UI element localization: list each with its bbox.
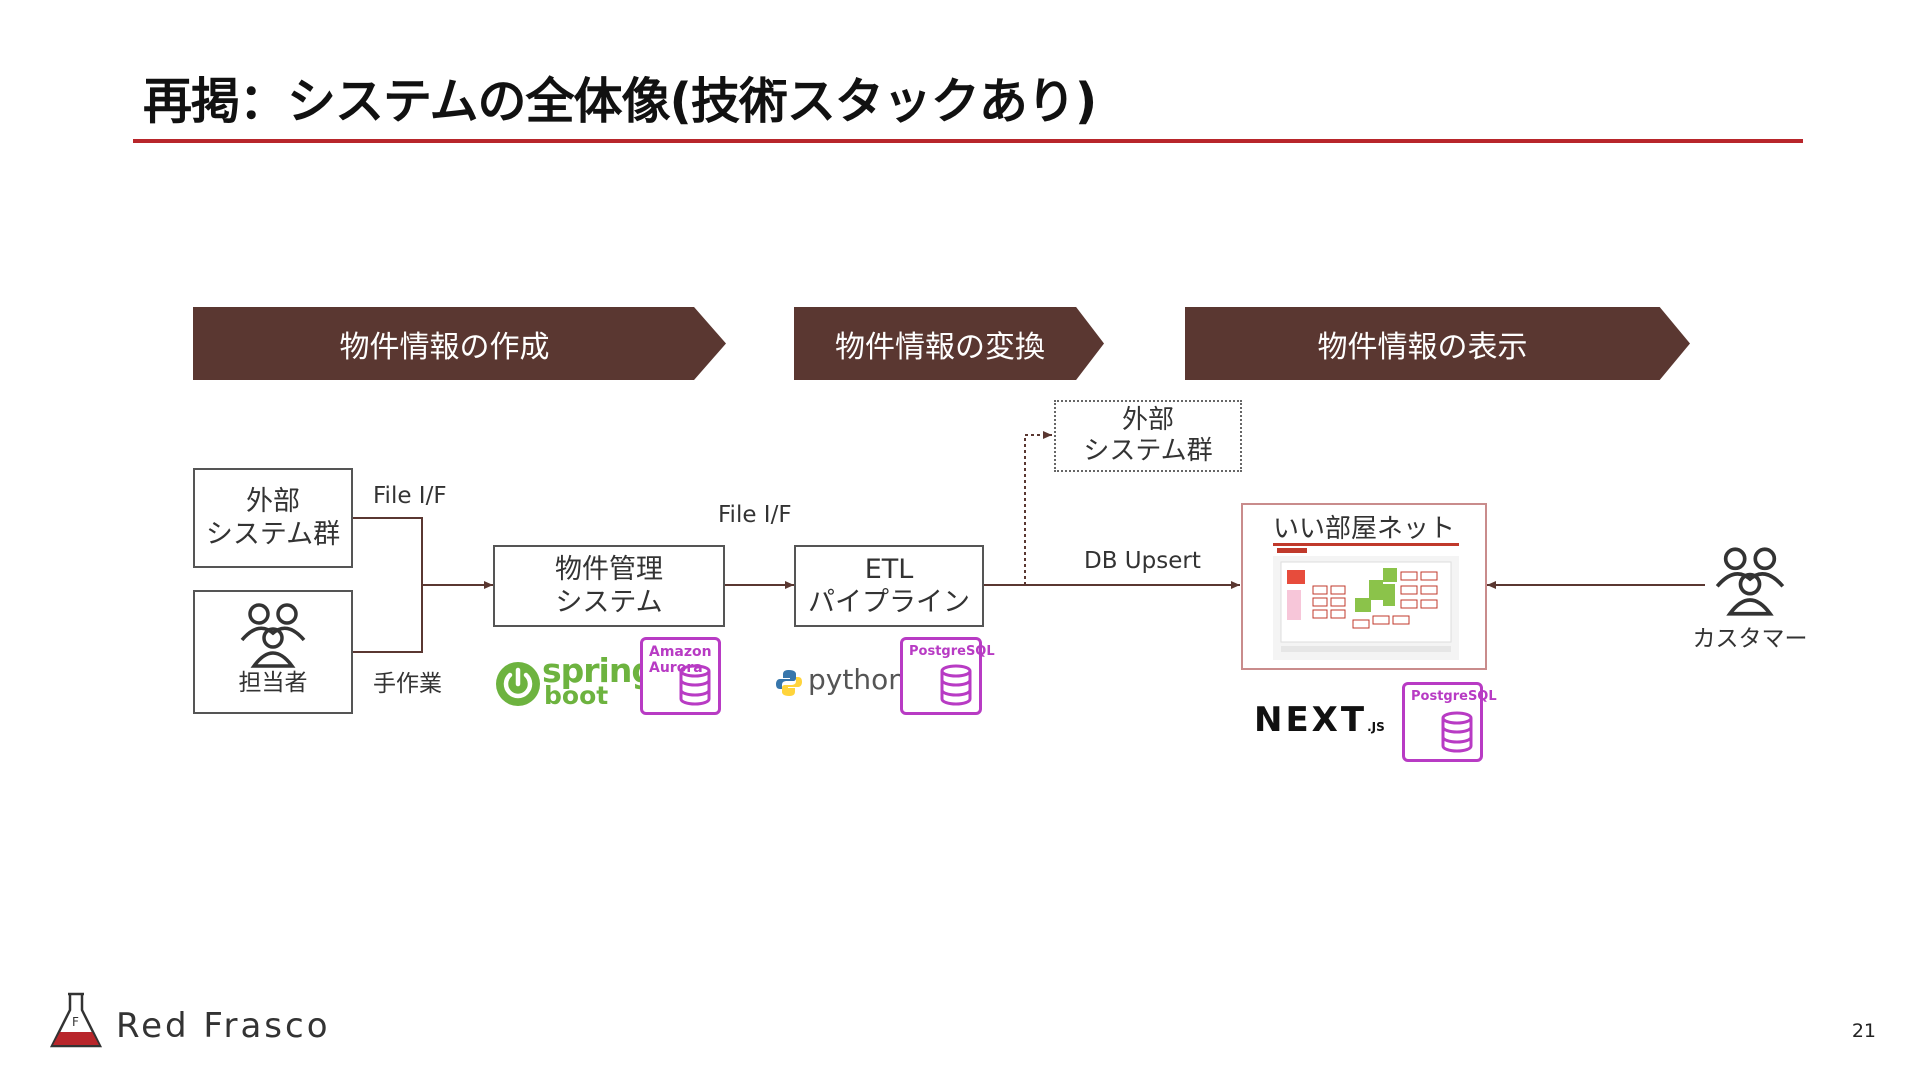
node-external-left: 外部 システム群 bbox=[193, 468, 353, 568]
node-etl-line1: ETL bbox=[864, 554, 914, 585]
python-word: python bbox=[808, 663, 906, 696]
python-icon bbox=[776, 670, 802, 696]
edge-label-file-if-2: File I/F bbox=[718, 502, 792, 528]
node-external-top: 外部 システム群 bbox=[1054, 400, 1242, 472]
phase-transform: 物件情報の変換 bbox=[794, 307, 1104, 380]
brand-name: Red Frasco bbox=[116, 1006, 331, 1046]
phase-create-label: 物件情報の作成 bbox=[339, 329, 550, 365]
boot-text: boot bbox=[544, 681, 609, 710]
nextjs-text: NEXT bbox=[1254, 700, 1368, 740]
title-underline bbox=[133, 139, 1803, 143]
node-staff-label: 担当者 bbox=[238, 670, 308, 696]
page-number: 21 bbox=[1851, 1020, 1876, 1042]
aurora-line2: Aurora bbox=[649, 660, 703, 676]
people-icon bbox=[1715, 547, 1785, 616]
python-logo: python™ bbox=[776, 663, 917, 701]
node-external-top-line1: 外部 bbox=[1121, 405, 1174, 435]
postgresql-web-text: PostgreSQL bbox=[1411, 689, 1497, 704]
node-property-mgmt: 物件管理 システム bbox=[493, 545, 725, 627]
phase-create: 物件情報の作成 bbox=[193, 307, 726, 380]
database-icon bbox=[1441, 711, 1473, 753]
svg-text:F: F bbox=[72, 1015, 79, 1029]
nextjs-suffix: .JS bbox=[1367, 720, 1385, 734]
edge-label-file-if-1: File I/F bbox=[373, 483, 447, 509]
postgresql-db-web: PostgreSQL bbox=[1402, 682, 1497, 762]
node-external-left-line2: システム群 bbox=[205, 519, 341, 550]
page-title: 再掲：システムの全体像(技術スタックあり) bbox=[143, 73, 1097, 130]
spring-boot-logo: spring boot bbox=[494, 651, 655, 713]
node-iiheya-label: いい部屋ネット bbox=[1272, 514, 1455, 544]
site-screenshot-thumbnail bbox=[1273, 543, 1459, 660]
site-map-image bbox=[1273, 546, 1459, 652]
phase-display: 物件情報の表示 bbox=[1185, 307, 1690, 380]
node-property-mgmt-line1: 物件管理 bbox=[555, 554, 663, 585]
spring-power-icon bbox=[496, 662, 540, 706]
edge-external-to-merge bbox=[353, 517, 423, 585]
nextjs-logo: NEXT.JS bbox=[1254, 700, 1385, 740]
people-icon bbox=[240, 603, 306, 668]
node-property-mgmt-line2: システム bbox=[555, 587, 663, 618]
database-icon bbox=[940, 664, 972, 706]
node-etl: ETL パイプライン bbox=[794, 545, 984, 627]
flask-logo-icon: F bbox=[49, 992, 103, 1048]
amazon-aurora-db: Amazon Aurora bbox=[640, 637, 721, 715]
node-staff: 担当者 bbox=[193, 590, 353, 714]
node-customer: カスタマー bbox=[1680, 545, 1820, 653]
node-iiheya: いい部屋ネット bbox=[1241, 503, 1487, 670]
edge-staff-to-merge bbox=[353, 585, 423, 653]
postgresql-etl-text: PostgreSQL bbox=[909, 644, 995, 659]
node-external-left-line1: 外部 bbox=[246, 486, 300, 517]
node-etl-line2: パイプライン bbox=[808, 587, 970, 618]
node-customer-label: カスタマー bbox=[1692, 626, 1808, 652]
phase-transform-label: 物件情報の変換 bbox=[835, 329, 1045, 365]
database-icon bbox=[679, 664, 711, 706]
postgresql-db-etl: PostgreSQL bbox=[900, 637, 995, 715]
spring-text: spring bbox=[542, 651, 655, 690]
edge-etl-to-external-top bbox=[1024, 431, 1052, 585]
edge-label-db-upsert: DB Upsert bbox=[1084, 548, 1201, 574]
phase-display-label: 物件情報の表示 bbox=[1317, 329, 1528, 365]
node-external-top-line2: システム群 bbox=[1083, 436, 1213, 466]
edge-label-manual: 手作業 bbox=[373, 671, 442, 697]
aurora-line1: Amazon bbox=[649, 644, 712, 660]
